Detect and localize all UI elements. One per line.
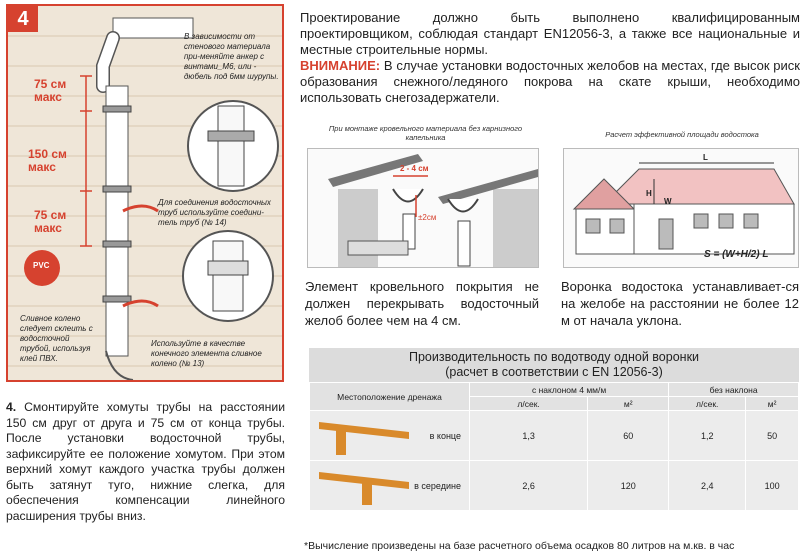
warning-label: ВНИМАНИЕ: xyxy=(300,58,381,73)
left-diagram-caption: При монтаже кровельного материала без ка… xyxy=(328,124,523,142)
cell-slope-ls: 1,3 xyxy=(468,410,589,461)
capacity-table-grid: Местоположение дренажа с наклоном 4 мм/м… xyxy=(309,382,799,511)
cell-slope-ls: 2,6 xyxy=(468,460,589,511)
cell-flat-ls: 2,4 xyxy=(668,460,747,511)
gutter-middle-icon xyxy=(319,472,409,505)
height-label: H xyxy=(646,189,652,198)
right-diagram-caption: Расчет эффективной площади водостока xyxy=(605,130,759,139)
row-location: в середине xyxy=(414,480,461,491)
installation-illustration: 4 В зависимости от стенового материала п… xyxy=(6,4,284,382)
height-dimension: ±2см xyxy=(418,213,437,222)
overlap-dimension: 2 - 4 см xyxy=(400,164,429,173)
warning-paragraph: ВНИМАНИЕ: В случае установки водосточных… xyxy=(300,58,800,106)
cell-slope-m2: 60 xyxy=(587,410,670,461)
gutter-end-icon xyxy=(319,422,409,455)
right-diagram-text: Воронка водостока устанавливает-ся на же… xyxy=(561,279,799,328)
table-title-line1: Производительность по водотводу одной во… xyxy=(408,350,700,364)
dimension-top: 75 см макс xyxy=(34,77,67,104)
table-row: в конце 1,3 60 1,2 50 xyxy=(309,410,799,461)
area-formula: S = (W+H/2) L xyxy=(704,249,769,260)
intro-paragraph: Проектирование должно быть выполнено ква… xyxy=(300,10,800,57)
table-title: Производительность по водотводу одной во… xyxy=(309,348,799,382)
footnote: *Вычисление произведены на базе расчетно… xyxy=(304,540,735,552)
step4-text: Смонтируйте хомуты трубы на расстоянии 1… xyxy=(6,400,285,523)
dimension-middle: 150 см макс xyxy=(28,147,67,174)
warning-text: В случае установки водосточных желобов н… xyxy=(300,58,800,105)
end-element-note: Используйте в качестве конечного элемент… xyxy=(151,339,262,368)
cell-slope-m2: 120 xyxy=(587,460,670,511)
step4-number: 4. xyxy=(6,400,17,414)
house-drawing xyxy=(572,162,795,255)
width-label: W xyxy=(664,197,672,206)
roof-gutter-drawing xyxy=(328,154,538,267)
glue-label: PVC xyxy=(33,261,50,270)
row-location-cell: в середине xyxy=(309,460,470,511)
drainpipe-drawing xyxy=(8,6,282,380)
col-group-slope: с наклоном 4 мм/м xyxy=(468,382,670,397)
col-group-noslope: без наклона xyxy=(668,382,799,397)
capacity-table: Производительность по водотводу одной во… xyxy=(309,348,799,511)
table-title-line2: (расчет в соответствии с EN 12056-3) xyxy=(445,365,663,379)
step-number-badge: 4 xyxy=(8,6,38,32)
glue-note: Сливное колено следует склеить с водосто… xyxy=(20,314,93,363)
unit-slope-ls: л/сек. xyxy=(468,396,589,411)
row-location-cell: в конце xyxy=(309,410,470,461)
table-header-row: Местоположение дренажа с наклоном 4 мм/м… xyxy=(309,382,799,411)
roof-area-diagram: L H W S = (W+H/2) L xyxy=(563,148,799,268)
cell-flat-ls: 1,2 xyxy=(668,410,747,461)
unit-slope-m2: м² xyxy=(587,396,670,411)
fastening-note: В зависимости от стенового материала при… xyxy=(184,32,279,81)
coupling-note: Для соединения водосточных труб использу… xyxy=(158,198,271,227)
cell-flat-m2: 50 xyxy=(745,410,799,461)
left-diagram-text: Элемент кровельного покрытия не должен п… xyxy=(305,279,539,328)
row-location: в конце xyxy=(429,430,461,441)
col-location: Местоположение дренажа xyxy=(309,382,470,411)
cell-flat-m2: 100 xyxy=(745,460,799,511)
roof-overhang-diagram: 2 - 4 см ±2см xyxy=(307,148,539,268)
table-row: в середине 2,6 120 2,4 100 xyxy=(309,460,799,511)
unit-flat-m2: м² xyxy=(745,396,799,411)
dimension-bottom: 75 см макс xyxy=(34,208,67,235)
length-label: L xyxy=(703,153,708,162)
step4-paragraph: 4. Смонтируйте хомуты трубы на расстояни… xyxy=(6,400,285,524)
unit-flat-ls: л/сек. xyxy=(668,396,747,411)
